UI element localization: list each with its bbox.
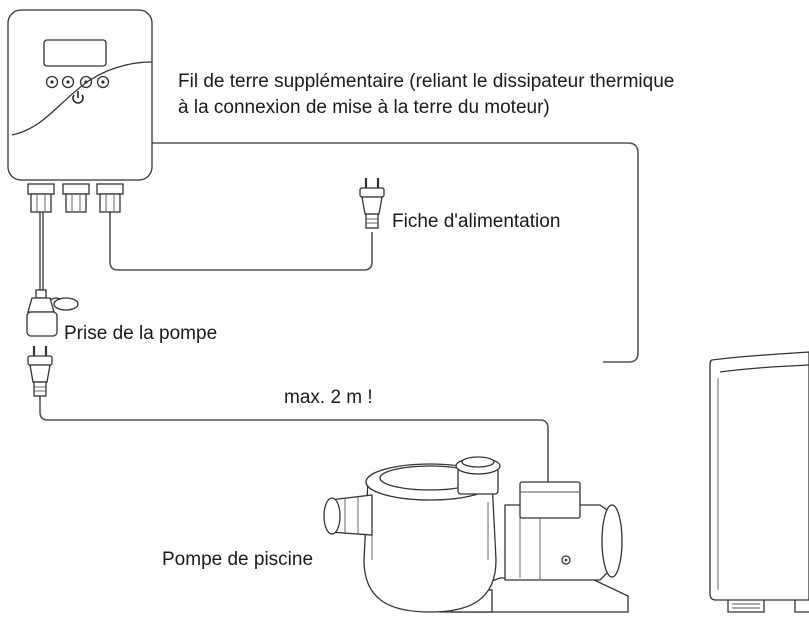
pump-socket-cable — [39, 212, 44, 290]
pool-pump-label: Pompe de piscine — [162, 549, 314, 570]
max-length-label: max. 2 m ! — [284, 387, 373, 408]
earth-wire-label-line2: à la connexion de mise à la terre du mot… — [178, 97, 550, 118]
earth-wire — [152, 142, 639, 363]
power-plug-label: Fiche d'alimentation — [392, 211, 561, 232]
pump-cable — [39, 396, 549, 482]
controller-box — [7, 9, 153, 181]
power-plug-icon — [359, 178, 385, 229]
power-cable — [109, 212, 373, 271]
cable-gland — [62, 183, 90, 213]
control-buttons — [45, 75, 110, 89]
lcd-display — [43, 39, 107, 67]
cable-gland — [27, 183, 55, 213]
heat-exchanger-box — [709, 351, 809, 613]
power-button-icon — [72, 91, 84, 104]
pool-pump — [323, 456, 629, 613]
socket-icon — [26, 289, 79, 337]
earth-wire-label-line1: Fil de terre supplémentaire (reliant le … — [178, 71, 675, 92]
power-plug-icon — [27, 346, 53, 397]
pump-socket-label: Prise de la pompe — [64, 323, 218, 344]
cable-gland — [96, 183, 124, 213]
